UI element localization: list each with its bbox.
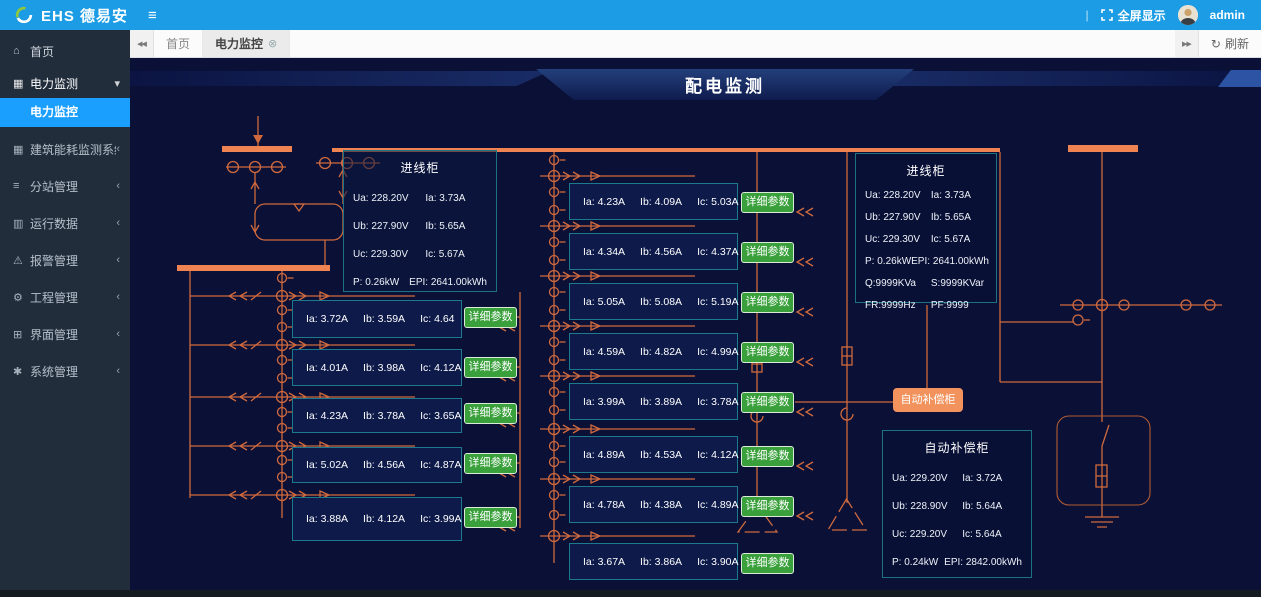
tab-power-monitor[interactable]: 电力监控⊗: [203, 30, 291, 57]
tab-bar: ◀◀ 首页电力监控⊗ ▶▶ ↻ 刷新: [130, 30, 1261, 58]
detail-params-button[interactable]: 详细参数: [741, 553, 794, 574]
logo-swirl-icon: [15, 6, 33, 24]
nav-divider: |: [1085, 8, 1089, 22]
sidebar-item-substation-mgmt[interactable]: ≡分站管理‹: [13, 179, 120, 194]
page-title: 配电监测: [685, 77, 765, 96]
sidebar-item-alarm-mgmt[interactable]: ⚠报警管理‹: [13, 253, 120, 268]
bottom-strip: [0, 590, 1261, 597]
sidebar-subitem-power-monitor[interactable]: 电力监控: [0, 98, 130, 127]
banner-right-bar: [875, 71, 1261, 86]
chevron-left-icon: ‹: [116, 291, 120, 303]
refresh-button[interactable]: ↻ 刷新: [1210, 36, 1249, 52]
brand[interactable]: EHS 德易安: [0, 5, 130, 26]
chevron-left-icon: ‹: [116, 143, 120, 155]
detail-params-button[interactable]: 详细参数: [741, 392, 794, 413]
avatar[interactable]: [1177, 5, 1198, 25]
list-icon: ≡: [13, 180, 20, 192]
detail-params-button[interactable]: 详细参数: [741, 342, 794, 363]
detail-params-button[interactable]: 详细参数: [741, 192, 794, 213]
collapse-tabs-right-icon[interactable]: ▶▶: [1174, 30, 1199, 57]
sidebar-item-home[interactable]: ⌂首页: [13, 44, 55, 59]
detail-params-button[interactable]: 详细参数: [741, 446, 794, 467]
refresh-icon: ↻: [1210, 36, 1221, 51]
top-navbar: EHS 德易安 ≡ | 全屏显示 admin: [0, 0, 1261, 30]
sidebar-item-run-data[interactable]: ▥运行数据‹: [13, 216, 120, 231]
sidebar-item-system-mgmt[interactable]: ✱系统管理‹: [13, 364, 120, 379]
detail-params-button[interactable]: 详细参数: [464, 307, 517, 328]
window-icon: ⊞: [13, 328, 23, 341]
hamburger-icon[interactable]: ≡: [148, 6, 157, 24]
fullscreen-button[interactable]: 全屏显示: [1100, 7, 1166, 24]
sidebar-item-interface-mgmt[interactable]: ⊞界面管理‹: [13, 327, 120, 342]
building-icon: ▦: [13, 143, 24, 156]
alarm-icon: ⚠: [13, 254, 23, 267]
gear-icon: ✱: [13, 365, 23, 378]
chevron-left-icon: ‹: [116, 328, 120, 340]
cabinet-title: 自动补偿柜: [924, 441, 990, 455]
chevron-left-icon: ‹: [116, 365, 120, 377]
banner-left-bar: [130, 71, 550, 86]
auto-compensation-button[interactable]: 自动补偿柜: [893, 388, 963, 412]
detail-params-button[interactable]: 详细参数: [741, 292, 794, 313]
detail-params-button[interactable]: 详细参数: [464, 357, 517, 378]
collapse-tabs-left-icon[interactable]: ◀◀: [130, 30, 154, 57]
chevron-down-icon: ▾: [114, 77, 120, 90]
title-banner: 配电监测: [536, 69, 914, 100]
sidebar: ⌂首页 ▦电力监测▾ 电力监控 ▦建筑能耗监测系统‹ ≡分站管理‹ ▥运行数据‹ ⚠报警管理…: [0, 30, 130, 590]
sidebar-item-engineering-mgmt[interactable]: ⚙工程管理‹: [13, 290, 120, 305]
chevron-left-icon: ‹: [116, 254, 120, 266]
banner-right-glint: [1218, 70, 1261, 87]
tab-close-icon[interactable]: ⊗: [268, 38, 278, 50]
chart-icon: ▥: [13, 217, 24, 230]
brand-text: EHS 德易安: [41, 7, 129, 25]
chevron-left-icon: ‹: [116, 180, 120, 192]
detail-params-button[interactable]: 详细参数: [464, 403, 517, 424]
cabinet-title: 进线柜: [906, 164, 946, 178]
sidebar-item-power-monitoring[interactable]: ▦电力监测▾: [13, 76, 120, 91]
tab-home[interactable]: 首页: [154, 30, 204, 57]
username[interactable]: admin: [1209, 8, 1245, 22]
bank-icon: ▦: [13, 77, 24, 90]
user-avatar-icon: [1177, 5, 1198, 25]
sidebar-item-building-energy[interactable]: ▦建筑能耗监测系统‹: [13, 142, 120, 157]
detail-params-button[interactable]: 详细参数: [464, 507, 517, 528]
cabinet-title: 进线柜: [400, 161, 440, 175]
detail-params-button[interactable]: 详细参数: [464, 453, 517, 474]
home-icon: ⌂: [13, 45, 20, 57]
fullscreen-icon: [1100, 9, 1113, 21]
detail-params-button[interactable]: 详细参数: [741, 496, 794, 517]
gears-icon: ⚙: [13, 291, 23, 304]
chevron-left-icon: ‹: [116, 217, 120, 229]
detail-params-button[interactable]: 详细参数: [741, 242, 794, 263]
